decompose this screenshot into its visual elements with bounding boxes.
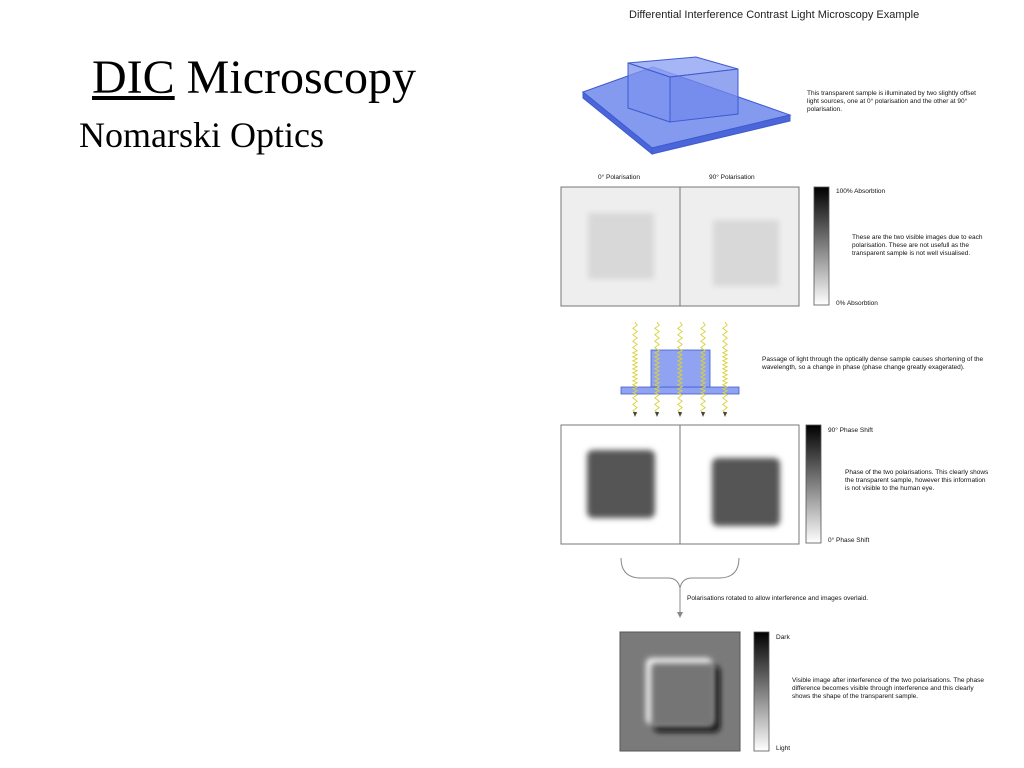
diagram-title: Differential Interference Contrast Light… (629, 9, 920, 21)
slide-title-rest: Microscopy (174, 51, 416, 104)
sample-block-side (669, 68, 739, 123)
final-top-label: Dark (776, 634, 790, 641)
sample-note: This transparent sample is illuminated b… (807, 90, 976, 113)
light-wave-4 (699, 321, 707, 415)
absorption-panels (560, 186, 830, 307)
phase-square-90 (712, 458, 780, 526)
final-image (619, 631, 770, 752)
final-square (651, 663, 715, 727)
light-wave-arrow-1 (633, 412, 637, 417)
light-wave-1 (631, 321, 639, 415)
absorption-square-0 (588, 213, 654, 279)
phase-square-0 (587, 450, 655, 518)
light-wave-arrow-5 (723, 412, 727, 417)
final-bottom-label: Light (776, 745, 791, 752)
slide-subtitle: Nomarski Optics (79, 115, 324, 155)
absorption-top-label: 100% Absorbtion (836, 188, 886, 195)
phase-panels (560, 424, 822, 545)
absorption-bottom-label: 0% Absorbtion (836, 300, 878, 307)
light-waves (631, 321, 729, 417)
final-scale-bar (753, 631, 770, 752)
sample-base-side (651, 114, 791, 155)
light-wave-2 (653, 321, 661, 415)
light-passage (620, 321, 740, 417)
phase-bottom-label: 0° Phase Shift (828, 537, 870, 544)
passage-note: Passage of light through the optically d… (762, 356, 984, 371)
absorption-scale-bar (813, 186, 830, 306)
final-note: Visible image after interference of the … (792, 677, 984, 700)
label-0-polarisation: 0° Polarisation (598, 174, 640, 181)
label-90-polarisation: 90° Polarisation (709, 174, 755, 181)
light-wave-arrow-3 (678, 412, 682, 417)
slide-title: DIC Microscopy (92, 51, 416, 105)
slide-title-main: DIC (92, 51, 175, 104)
light-wave-3 (676, 321, 684, 415)
light-wave-arrow-4 (701, 412, 705, 417)
absorption-note: These are the two visible images due to … (852, 234, 983, 257)
light-wave-5 (721, 321, 729, 415)
phase-top-label: 90° Phase Shift (828, 427, 873, 434)
overlay-note: Polarisations rotated to allow interfere… (687, 595, 869, 602)
absorption-square-90 (713, 220, 779, 286)
light-wave-arrow-2 (655, 412, 659, 417)
phase-note: Phase of the two polarisations. This cle… (845, 469, 989, 492)
phase-scale-bar (805, 424, 822, 544)
overlay-brace (620, 557, 740, 618)
sample-3d (581, 56, 792, 156)
